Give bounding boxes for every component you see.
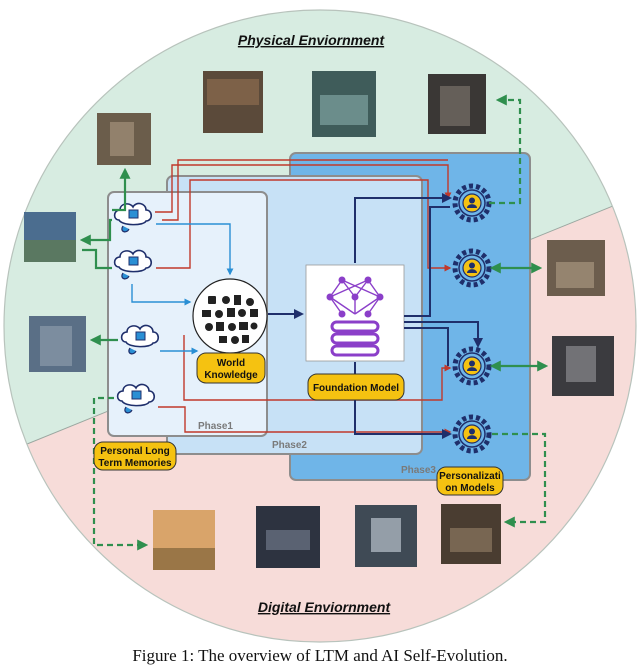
green-arrows (79, 94, 549, 551)
red-arrow-2 (156, 179, 452, 272)
svg-text:on Models: on Models (445, 483, 495, 494)
digital-environment-title: Digital Enviornment (258, 599, 392, 615)
personalization-models-label: Personalizati on Models (436, 466, 504, 496)
environment-circle (3, 9, 637, 643)
red-arrow-4 (158, 406, 452, 436)
gear-user-icon (452, 414, 492, 454)
phase3-label: Phase3 (401, 465, 436, 476)
svg-text:Knowledge: Knowledge (204, 370, 258, 381)
svg-text:Foundation Model: Foundation Model (313, 383, 399, 394)
blue-arrow-2 (131, 284, 192, 306)
personal-memories-label: Personal Long Term Memories (93, 441, 177, 471)
gear-user-icon (452, 346, 492, 386)
red-arrow-3 (183, 335, 452, 401)
red-arrow-1b (162, 159, 448, 221)
blue-arrows (131, 223, 234, 355)
svg-text:Personal Long: Personal Long (100, 446, 169, 457)
phase1-label: Phase1 (198, 421, 233, 432)
knowledge-collage-icon (192, 278, 268, 354)
green-arrow-game (92, 396, 149, 551)
navy-arrow-model-p3b (404, 327, 449, 366)
foundation-model-label: Foundation Model (307, 373, 405, 401)
green-arrow-elderly (489, 94, 522, 205)
figure-caption: Figure 1: The overview of LTM and AI Sel… (132, 646, 507, 665)
brain-cloud-icon (113, 249, 153, 280)
green-arrow-river (79, 218, 112, 246)
brain-cloud-icon (113, 202, 153, 233)
physical-environment-title: Physical Enviornment (238, 32, 386, 48)
phase2-label: Phase2 (272, 440, 307, 451)
navy-arrow-model-p3 (404, 321, 483, 348)
svg-text:Term Memories: Term Memories (98, 458, 172, 469)
svg-text:World: World (217, 358, 245, 369)
red-arrow-1 (155, 164, 452, 213)
gear-user-icon (452, 248, 492, 288)
red-arrows (155, 159, 452, 436)
neural-network-database-icon (305, 264, 405, 362)
navy-arrow-model-p1 (354, 193, 452, 263)
brain-cloud-icon (116, 383, 156, 414)
green-arrow-river-b (82, 248, 112, 270)
blue-arrow-1 (156, 223, 234, 276)
green-arrow-climbing (112, 167, 131, 212)
green-arrow-ruins (492, 432, 547, 528)
world-knowledge-label: World Knowledge (196, 352, 266, 384)
navy-arrow-model-p1b (404, 206, 450, 317)
brain-cloud-icon (120, 324, 160, 355)
environment-photos (24, 71, 614, 570)
svg-text:Personalizati: Personalizati (439, 471, 501, 482)
